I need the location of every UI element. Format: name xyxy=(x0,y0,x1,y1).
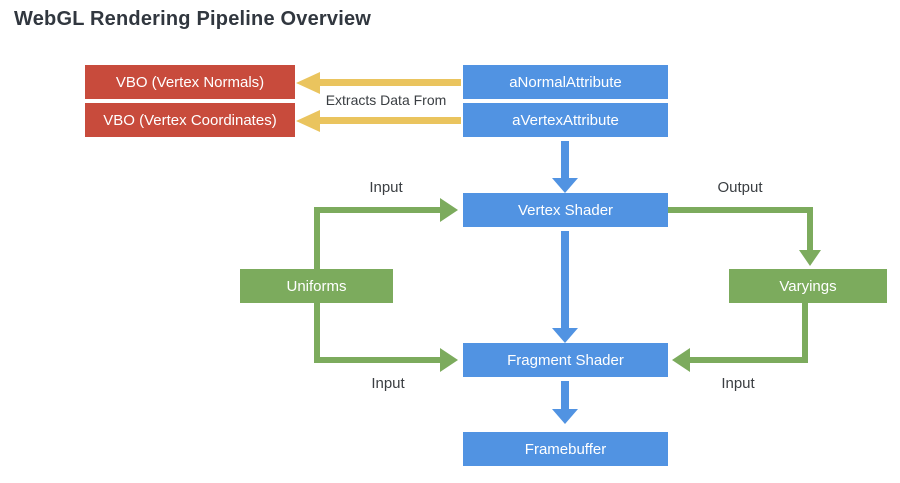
arrow-shaft xyxy=(561,231,569,328)
arrow-down-icon xyxy=(552,409,578,424)
node-label: VBO (Vertex Normals) xyxy=(115,73,265,91)
arrow-shaft xyxy=(561,381,569,409)
arrow-shaft xyxy=(807,207,813,250)
node-varyings: Varyings xyxy=(729,269,887,303)
arrow-shaft xyxy=(802,303,808,363)
arrow-shaft xyxy=(314,357,440,363)
edge-label-input-bottom-left: Input xyxy=(371,375,405,392)
edge-label-input-bottom-right: Input xyxy=(721,375,755,392)
edge-label-extracts-data-from: Extracts Data From xyxy=(325,92,447,108)
arrow-right-icon xyxy=(440,348,458,372)
arrow-down-icon xyxy=(799,250,821,266)
arrow-shaft xyxy=(314,303,320,363)
arrow-right-icon xyxy=(440,198,458,222)
node-a-vertex-attribute: aVertexAttribute xyxy=(463,103,668,137)
arrow-shaft xyxy=(316,79,461,86)
edge-label-output: Output xyxy=(717,179,763,196)
node-label: VBO (Vertex Coordinates) xyxy=(103,111,277,129)
arrow-shaft xyxy=(314,207,440,213)
node-a-normal-attribute: aNormalAttribute xyxy=(463,65,668,99)
node-framebuffer: Framebuffer xyxy=(463,432,668,466)
page-title: WebGL Rendering Pipeline Overview xyxy=(14,8,372,30)
edge-label-input-top-left: Input xyxy=(369,179,403,196)
node-label: Framebuffer xyxy=(524,440,607,458)
node-uniforms: Uniforms xyxy=(240,269,393,303)
node-label: aNormalAttribute xyxy=(509,73,622,91)
arrow-shaft xyxy=(690,357,808,363)
arrow-left-icon xyxy=(296,72,320,94)
arrow-left-icon xyxy=(672,348,690,372)
arrow-shaft xyxy=(668,207,813,213)
node-label: Uniforms xyxy=(286,277,347,295)
arrow-shaft xyxy=(316,117,461,124)
arrow-down-icon xyxy=(552,178,578,193)
arrow-shaft xyxy=(561,141,569,178)
node-label: aVertexAttribute xyxy=(512,111,619,129)
node-vbo-vertex-coordinates: VBO (Vertex Coordinates) xyxy=(85,103,295,137)
node-label: Varyings xyxy=(779,277,837,295)
node-fragment-shader: Fragment Shader xyxy=(463,343,668,377)
node-vertex-shader: Vertex Shader xyxy=(463,193,668,227)
node-label: Fragment Shader xyxy=(507,351,624,369)
node-label: Vertex Shader xyxy=(517,201,614,219)
arrow-left-icon xyxy=(296,110,320,132)
node-vbo-vertex-normals: VBO (Vertex Normals) xyxy=(85,65,295,99)
arrow-shaft xyxy=(314,210,320,269)
arrow-down-icon xyxy=(552,328,578,343)
